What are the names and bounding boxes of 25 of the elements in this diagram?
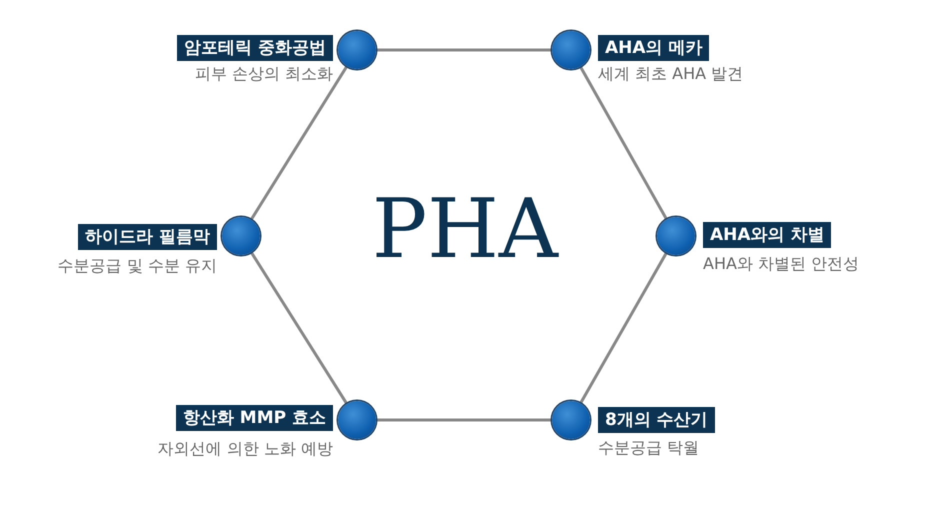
heading-label: 8개의 수산기: [598, 407, 715, 433]
caption-text: 피부 손상의 최소화: [194, 64, 333, 84]
circle-marker: [338, 401, 376, 439]
caption-text: 세계 최초 AHA 발견: [598, 64, 744, 84]
circle-marker: [338, 31, 376, 69]
caption-text: 자외선에 의한 노화 예방: [158, 439, 333, 459]
heading-label: 암포테릭 중화공법: [177, 35, 333, 61]
circle-marker: [552, 401, 590, 439]
connector-line: [579, 66, 668, 220]
circle-marker: [657, 217, 695, 255]
heading-label: AHA와의 차별: [703, 222, 832, 248]
connector-line: [250, 65, 348, 221]
connector-line: [250, 251, 348, 405]
connector-line: [579, 252, 668, 404]
circle-marker: [222, 217, 260, 255]
connector-line: [376, 48, 552, 52]
circle-marker: [552, 31, 590, 69]
heading-label: AHA의 메카: [598, 35, 710, 61]
heading-label: 하이드라 필름막: [78, 224, 217, 250]
caption-text: 수분공급 탁월: [598, 438, 700, 458]
center-title: PHA: [371, 181, 560, 279]
caption-text: 수분공급 및 수분 유지: [58, 256, 217, 276]
caption-text: AHA와 차별된 안전성: [703, 254, 860, 274]
connector-line: [376, 418, 552, 422]
heading-label: 항산화 MMP 효소: [176, 405, 333, 431]
